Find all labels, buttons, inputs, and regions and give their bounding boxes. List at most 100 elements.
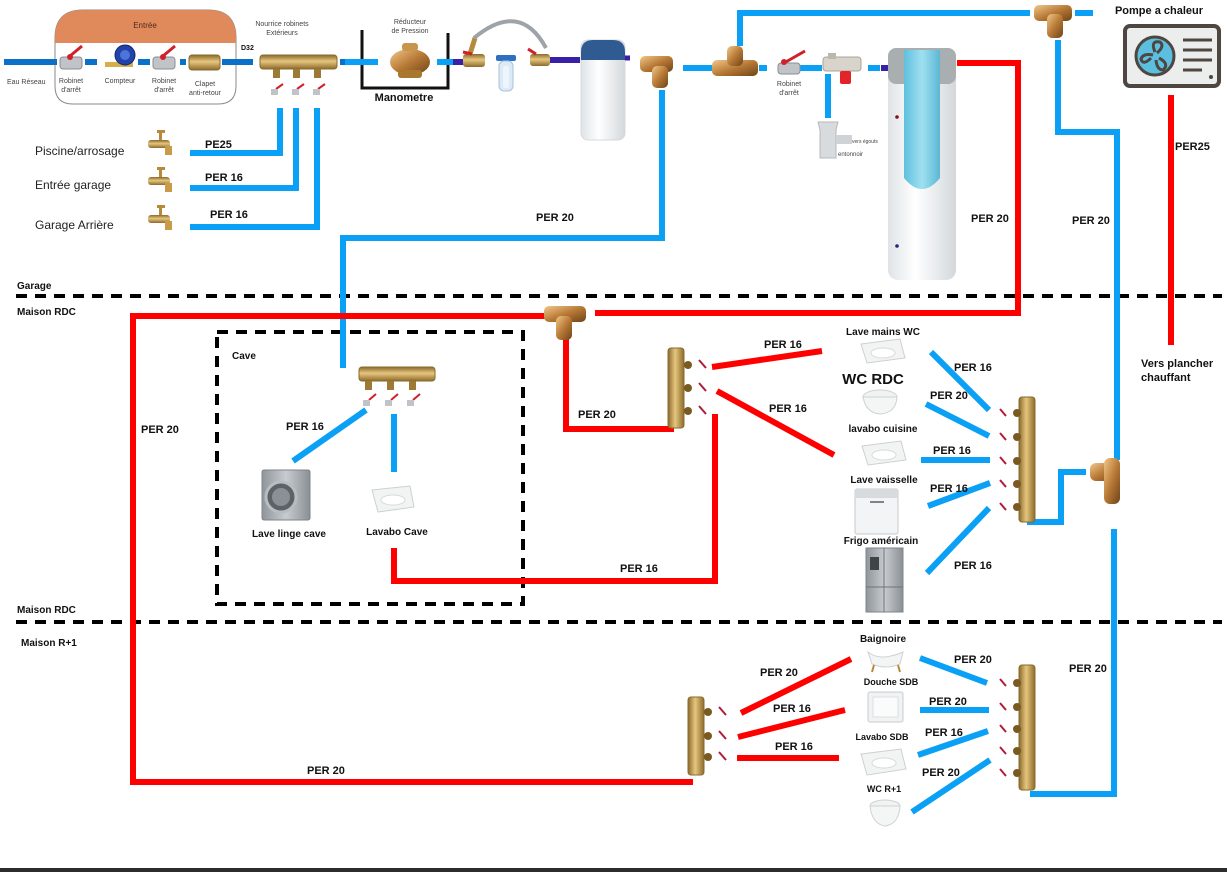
destination-label: Vers plancher [1141, 358, 1214, 370]
hand-basin-icon [860, 338, 906, 364]
tap-label: Piscine/arrosage [35, 144, 125, 158]
source-label: Eau Réseau [7, 79, 46, 86]
cold-cave-washer [291, 407, 368, 464]
tee-fitting-icon [712, 46, 758, 76]
cold-link-lave-mains [928, 349, 992, 413]
tee-fitting-icon [544, 306, 586, 340]
zone-separators [16, 294, 1222, 624]
hot-link-baignoire [739, 656, 853, 716]
r1-fixtures: Baignoire Douche SDB Lavabo SDB WC R+1 [855, 634, 919, 827]
valve-label: d'arrêt [779, 90, 799, 97]
cold-r1-feed [1030, 529, 1117, 797]
entry-valve-2 [152, 44, 176, 70]
shower-tray-icon [867, 691, 904, 723]
entry-valve-1 [59, 44, 83, 70]
cold-link-wc-r1 [910, 757, 992, 815]
zone-label-garage: Garage [17, 281, 52, 292]
pipe-label: PER 20 [1069, 663, 1107, 675]
entry-item-label: Clapet [195, 81, 215, 88]
pipe-label: PER 20 [141, 424, 179, 436]
cold-link-baignoire [918, 655, 989, 686]
main-pipe-labels: PER 20 PER 20 PER 20 PER 20 PER 20 PER 2… [141, 212, 1110, 777]
bathtub-icon [866, 650, 904, 673]
pipe-size-label: D32 [241, 45, 254, 52]
cave-boundary [215, 330, 525, 606]
zone-label-rdc: Maison RDC [17, 605, 76, 616]
outdoor-line-garage-back [190, 108, 320, 230]
rdc-pipe-labels: PER 16 PER 16 PER 16 PER 20 PER 16 PER 1… [764, 339, 992, 572]
zone-label-cave: Cave [232, 351, 256, 362]
tap-label: Garage Arrière [35, 218, 114, 232]
outdoor-manifold-title: Extérieurs [266, 30, 298, 37]
pipe-label: PER 20 [929, 696, 967, 708]
destination-label: chauffant [1141, 372, 1191, 384]
pipe-label: PER 20 [760, 667, 798, 679]
pipe-label: PER 20 [536, 212, 574, 224]
outdoor-tap-lines [190, 108, 320, 230]
hot-cave-sink [391, 414, 718, 584]
tee-fitting-icon [640, 56, 673, 88]
hot-riser-left [130, 313, 693, 785]
kitchen-sink-icon [861, 440, 907, 466]
zone-labels: Garage Maison RDC Maison RDC Maison R+1 … [17, 281, 256, 649]
pressure-reducer: Réducteur de Pression Manometre [345, 19, 455, 104]
fridge-icon [865, 547, 904, 613]
outdoor-manifold-title: Nourrice robinets [255, 21, 309, 28]
sink-icon [371, 485, 415, 513]
cold-rdc-manifold-feed [1027, 469, 1086, 525]
pipe-label: PER 20 [954, 654, 992, 666]
fixture-label: Douche SDB [864, 677, 919, 687]
cold-water-lines-lower [291, 349, 1117, 815]
entry-item-label: Compteur [105, 78, 136, 85]
water-meter-icon [105, 44, 136, 67]
cold-to-heat-pump-side [1055, 40, 1120, 460]
pipe-label: PER 20 [307, 765, 345, 777]
tap-icon [148, 205, 172, 230]
entry-block: Entrée [54, 9, 237, 105]
cold-bypass-heat-pump [737, 10, 1030, 46]
pipe-label: PER 16 [210, 209, 248, 221]
cold-link-wc-rdc [924, 401, 991, 439]
check-valve-icon [188, 54, 221, 71]
fixture-label: Baignoire [860, 634, 907, 645]
pipe-label: PER 16 [769, 403, 807, 415]
pipe-label: PER 16 [620, 563, 658, 575]
cold-feed-rdc [340, 90, 665, 368]
entry-labels: Eau Réseau Robinet d'arrêt Compteur Robi… [7, 45, 254, 97]
r1-pipe-labels: PER 20 PER 16 PER 16 PER 20 PER 20 PER 1… [760, 654, 992, 779]
outdoor-line-pool [190, 108, 283, 156]
rdc-hot-manifold [667, 347, 707, 429]
drain-funnel-icon: vers égouts entonnoir [817, 121, 878, 159]
washing-machine-icon [261, 469, 311, 521]
pipe-label: PER 20 [578, 409, 616, 421]
fixture-label: lavabo cuisine [849, 424, 918, 435]
hot-water-lines [130, 60, 1021, 785]
fixture-label: Lavabo Cave [366, 527, 428, 538]
cold-main-to-boiler [340, 10, 1120, 460]
pipe-label: PER 16 [764, 339, 802, 351]
reducer-title: Réducteur [394, 19, 427, 26]
zone-label-rdc: Maison RDC [17, 307, 76, 318]
basin-icon [860, 748, 907, 776]
pipe-label: PER 16 [286, 421, 324, 433]
fixture-label: WC RDC [842, 371, 904, 388]
toilet-icon [869, 799, 901, 827]
cold-link-lavabo-sdb [917, 728, 989, 758]
boiler-stop-valve: Robinet d'arrêt [777, 49, 806, 97]
thermodynamic-boiler-icon [888, 48, 956, 280]
manometer-label: Manometre [375, 92, 434, 104]
pipe-label: PE25 [205, 139, 232, 151]
pipe-label: PER 16 [954, 560, 992, 572]
hot-link-douche [737, 707, 846, 740]
boiler-hot-out [595, 60, 1021, 316]
entry-item-label: d'arrêt [61, 87, 81, 94]
cold-link-lave-vaisselle [926, 480, 992, 509]
pipe-label: PER25 [1175, 141, 1210, 153]
rdc-cold-manifold [999, 396, 1036, 523]
safety-group-icon [822, 53, 862, 84]
fixture-label: WC R+1 [867, 784, 901, 794]
cave-manifold [358, 366, 436, 406]
outdoor-taps: Piscine/arrosage Entrée garage Garage Ar… [35, 130, 248, 232]
fixture-label: Lavabo SDB [855, 732, 909, 742]
